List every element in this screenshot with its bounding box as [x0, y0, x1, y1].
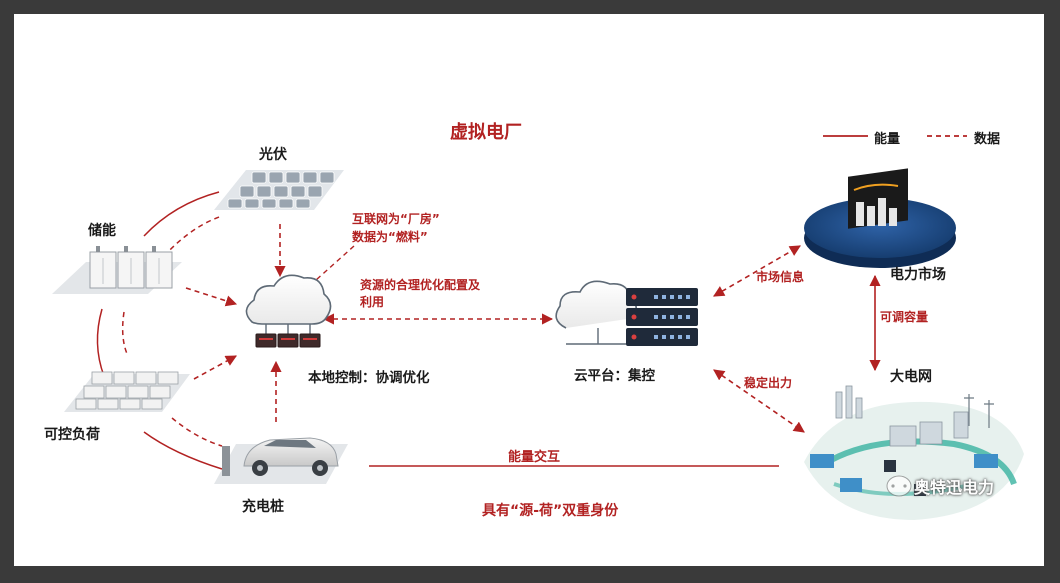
annotation-optimize-line1: 资源的合理优化配置及 [360, 278, 481, 292]
annotation-optimize-line2: 利用 [360, 295, 385, 309]
annotation-internet-line2: 数据为“燃料” [352, 230, 428, 244]
arrow-load-to-local [193, 355, 237, 380]
diagram-title: 虚拟电厂 [450, 122, 522, 143]
node-local-control-label: 本地控制：协调优化 [308, 370, 430, 386]
node-cloud-platform-label: 云平台：集控 [574, 368, 655, 384]
node-charging-label: 充电桩 [242, 499, 284, 515]
grid-illustration [804, 385, 1024, 520]
arrow-cloud-market [713, 245, 801, 297]
left-arc-connectors [96, 191, 223, 470]
annotation-internet-line1: 互联网为“厂房” [352, 212, 440, 226]
power-market-icon [804, 168, 956, 268]
annotation-adjustable-capacity: 可调容量 [880, 310, 929, 324]
legend-data-label: 数据 [974, 132, 1001, 147]
node-pv-label: 光伏 [259, 147, 287, 163]
pv-panel-icon [214, 170, 344, 210]
node-storage-label: 储能 [88, 223, 116, 239]
annotation-energy-exchange: 能量交互 [508, 450, 561, 465]
local-cloud-icon [245, 274, 332, 348]
legend-energy-label: 能量 [874, 132, 901, 147]
annotation-dual-identity: 具有“源-荷”双重身份 [482, 503, 619, 519]
annotation-stable-output: 稳定出力 [744, 376, 793, 390]
node-power-market-label: 电力市场 [890, 267, 946, 283]
node-grid-label: 大电网 [890, 369, 932, 385]
server-stack-icon [626, 288, 698, 346]
diagram-graphics [52, 135, 1024, 520]
controllable-load-icon [64, 371, 190, 412]
diagram-canvas: 虚拟电厂 能量 数据 光伏 储能 可控负荷 充电桩 本地控制：协调优化 云平台：… [14, 14, 1044, 566]
arrow-storage-to-local [185, 287, 238, 307]
wechat-watermark-icon [886, 475, 912, 497]
storage-icon [52, 246, 182, 294]
cloud-platform-icon [555, 280, 698, 346]
dash-internet-to-local [315, 245, 355, 281]
arrow-cloud-grid [713, 369, 805, 433]
annotation-market-info: 市场信息 [756, 270, 805, 284]
watermark-text: 奥特迅电力 [914, 478, 995, 497]
node-load-label: 可控负荷 [44, 427, 100, 443]
charging-car-icon [214, 437, 348, 484]
